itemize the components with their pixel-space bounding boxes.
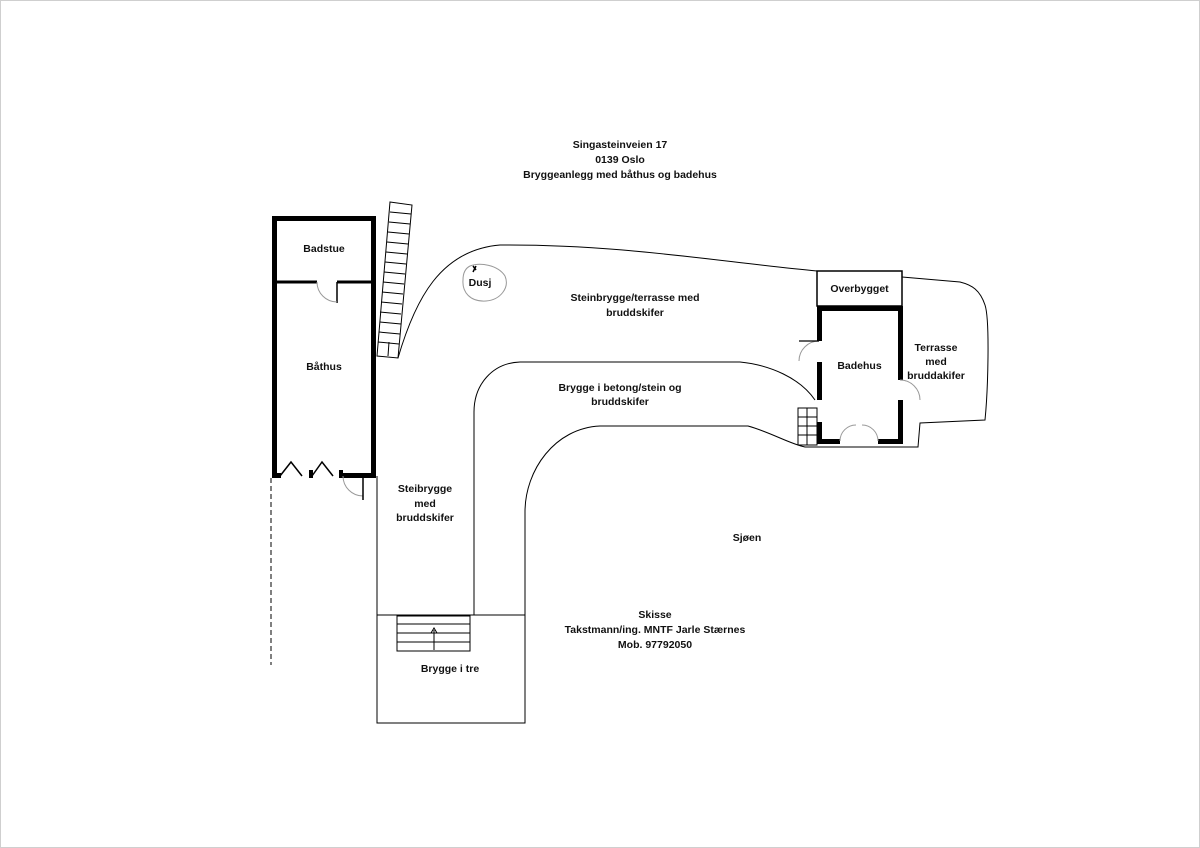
badehus-door-gap-side — [815, 400, 825, 422]
bathus-gate-right — [311, 460, 334, 477]
room-label-steibrygge-3: bruddskifer — [396, 512, 454, 524]
room-label-brygge-tre: Brygge i tre — [420, 663, 480, 675]
sketch-author: Takstmann/ing. MNTF Jarle Stærnes — [564, 624, 746, 636]
bathus-side-door-arc — [342, 475, 364, 497]
room-label-bathus: Båthus — [306, 361, 342, 373]
jetty-top-curve — [397, 244, 818, 359]
room-label-terrasse-1: Terrasse — [914, 342, 958, 354]
stair-brygge-tre — [396, 615, 471, 652]
stair-badehus — [797, 407, 818, 446]
room-label-steibrygge-2: med — [414, 498, 436, 510]
badehus-door-gap-left — [815, 341, 825, 362]
bathus-post-right — [339, 470, 343, 478]
room-label-steinbrygge-terrasse-2: bruddskifer — [606, 307, 664, 319]
sketch-title: Skisse — [638, 609, 672, 621]
badehus-door-arc-right — [899, 379, 921, 401]
dusj-head-icon — [472, 265, 477, 273]
sketch-phone: Mob. 97792050 — [617, 639, 693, 651]
badstue-door-arc — [316, 281, 338, 303]
room-label-badstue: Badstue — [303, 243, 345, 255]
room-label-terrasse-2: med — [925, 356, 947, 368]
overbygget-box — [816, 270, 903, 307]
room-label-steinbrygge-terrasse-1: Steinbrygge/terrasse med — [570, 292, 700, 304]
badehus-door-gap-bottom — [840, 436, 878, 446]
dusj-outline — [462, 263, 507, 302]
room-label-terrasse-3: bruddakifer — [907, 370, 965, 382]
jetty-outer-outline — [376, 276, 989, 724]
address-line-2: 0139 Oslo — [595, 154, 645, 166]
area-label-sjoen: Sjøen — [732, 532, 762, 544]
badehus-door-gap-right — [895, 380, 905, 400]
stair-bathus — [376, 201, 413, 359]
address-line-1: Singasteinveien 17 — [572, 139, 668, 151]
room-label-brygge-betong-1: Brygge i betong/stein og — [558, 382, 682, 394]
room-label-overbygget: Overbygget — [830, 283, 889, 295]
room-label-badehus: Badehus — [837, 360, 882, 372]
room-label-dusj: Dusj — [468, 277, 492, 289]
bathus-outer-wall — [272, 216, 376, 478]
jetty-inner-outline — [473, 361, 816, 615]
badehus-outer-wall — [817, 306, 903, 444]
plan-description: Bryggeanlegg med båthus og badehus — [523, 169, 717, 181]
room-label-brygge-betong-2: bruddskifer — [591, 396, 649, 408]
room-label-steibrygge-1: Steibrygge — [397, 483, 453, 495]
bathus-gate-left — [279, 460, 303, 477]
bathus-post — [309, 470, 313, 478]
badehus-door-arc-bottom — [839, 424, 879, 442]
